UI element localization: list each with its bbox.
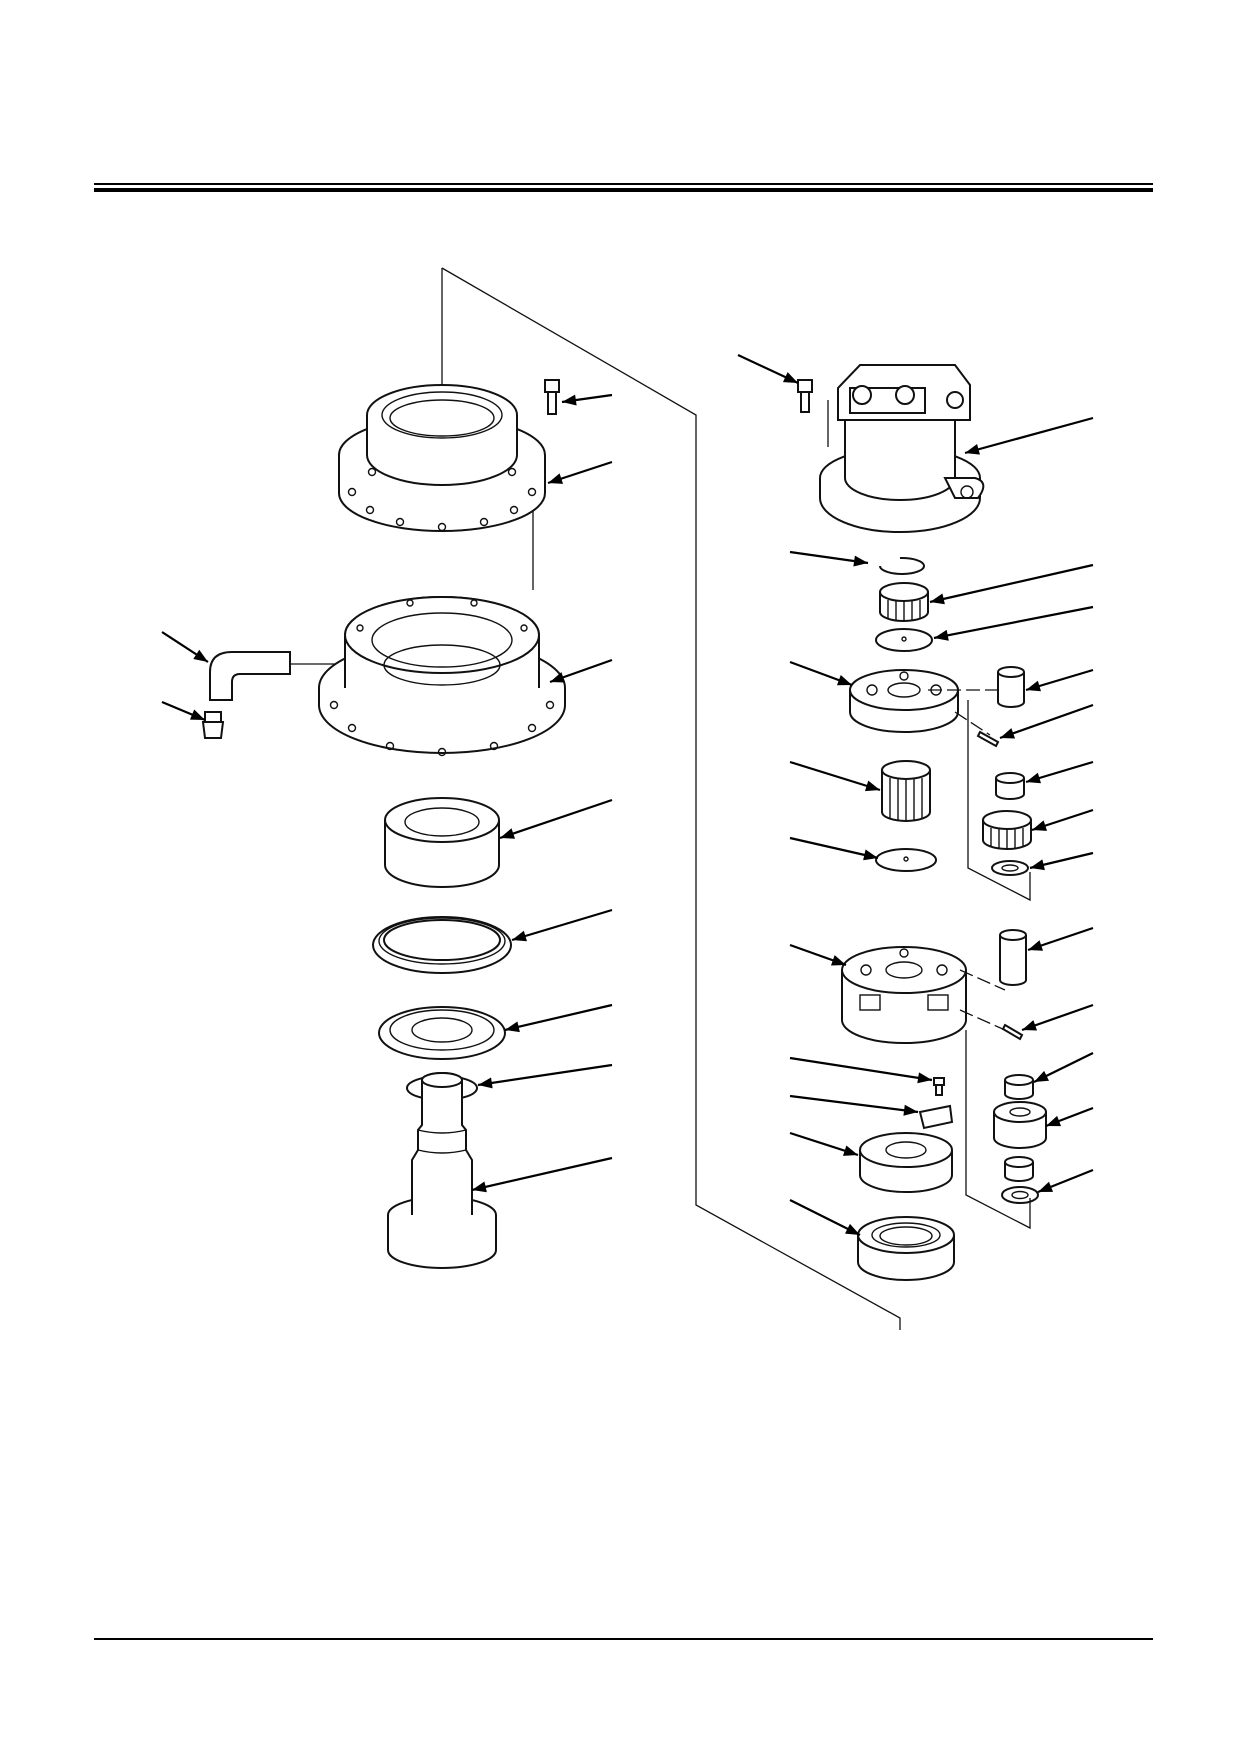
leader-line xyxy=(789,1056,933,1082)
header-rule-thin xyxy=(94,183,1153,185)
taper-bearing xyxy=(384,797,500,888)
leader-arrowhead xyxy=(1034,1070,1049,1082)
snap-ring xyxy=(879,556,925,575)
leader-arrowhead xyxy=(917,1072,932,1084)
swing-motor xyxy=(819,364,985,533)
leader-line xyxy=(789,1094,919,1114)
leader-line xyxy=(933,605,1094,640)
leader-arrowhead xyxy=(512,930,527,942)
leader-arrowhead xyxy=(864,780,880,792)
ring-gear-case xyxy=(318,596,566,757)
leader-arrowhead xyxy=(845,1223,860,1235)
thrust-washer-1 xyxy=(875,628,933,652)
leader-arrowhead xyxy=(1030,859,1045,871)
leader-line xyxy=(789,836,879,860)
thrust-plate-2 xyxy=(1001,1186,1039,1204)
leader-arrowhead xyxy=(853,555,868,567)
leader-arrowhead xyxy=(965,444,980,455)
leader-arrowhead xyxy=(836,674,852,686)
housing-bolt-holes xyxy=(347,467,537,532)
header-rule-thick xyxy=(94,188,1153,192)
leader-line xyxy=(999,703,1094,740)
leader-arrows xyxy=(161,354,1094,1236)
drive-shaft xyxy=(387,1072,497,1269)
leader-arrowhead xyxy=(1022,1020,1038,1031)
planet-gear-2 xyxy=(993,1101,1047,1149)
spring-pin-1 xyxy=(976,730,1000,748)
leader-line xyxy=(929,563,1094,604)
carrier-1 xyxy=(849,669,959,733)
pin-1 xyxy=(997,666,1025,708)
sun-gear-1 xyxy=(879,582,929,622)
leader-arrowhead xyxy=(478,1077,493,1089)
leader-arrowhead xyxy=(193,649,208,662)
leader-arrowhead xyxy=(863,849,878,861)
pin-2 xyxy=(999,929,1027,986)
leader-arrowhead xyxy=(830,955,846,966)
sun-gear-2 xyxy=(881,760,931,822)
needle-bearing-1 xyxy=(995,772,1025,800)
leader-arrowhead xyxy=(842,1145,858,1156)
leader-arrowhead xyxy=(472,1181,487,1193)
thrust-washer-2 xyxy=(875,848,937,872)
planet-gear-1 xyxy=(982,810,1032,850)
socket-bolt xyxy=(544,379,560,415)
leader-line xyxy=(964,416,1094,455)
leader-arrowhead xyxy=(930,593,945,605)
leader-line xyxy=(504,1003,613,1032)
leader-arrowhead xyxy=(505,1021,520,1033)
leader-line xyxy=(511,908,613,942)
leader-arrowhead xyxy=(500,828,516,839)
leader-arrowhead xyxy=(1026,772,1041,784)
leader-arrowhead xyxy=(562,394,577,406)
leader-arrowhead xyxy=(1000,728,1016,739)
nut-ring xyxy=(859,1132,953,1193)
lube-pipe xyxy=(209,651,291,701)
alignment-dashes xyxy=(928,689,1031,1230)
needle-bearing-2 xyxy=(1004,1074,1034,1182)
leader-line xyxy=(477,1063,613,1087)
leader-arrowhead xyxy=(1028,940,1044,951)
motor-bolt xyxy=(797,379,813,413)
case-bolt-holes xyxy=(329,599,555,757)
oil-seal-ring xyxy=(372,916,512,974)
roller-bearing xyxy=(857,1216,955,1281)
leader-line xyxy=(499,798,613,840)
leader-arrowhead xyxy=(189,709,205,720)
leader-line xyxy=(471,1156,613,1192)
leader-arrowhead xyxy=(1038,1181,1054,1192)
leader-arrowhead xyxy=(550,672,566,683)
footer-rule xyxy=(94,1638,1153,1640)
leader-arrowhead xyxy=(1046,1115,1062,1127)
housing-ring xyxy=(338,384,546,532)
grease-nipple xyxy=(201,711,225,739)
leader-line xyxy=(789,760,881,792)
carrier-2 xyxy=(841,946,967,1044)
leader-arrowhead xyxy=(548,473,564,484)
lock-plate xyxy=(918,1104,954,1130)
leader-arrowhead xyxy=(1026,680,1041,692)
retainer-plate xyxy=(378,1006,506,1060)
leader-arrowhead xyxy=(782,372,798,383)
leader-arrowhead xyxy=(1032,820,1048,831)
thrust-plate-1 xyxy=(991,860,1029,876)
leader-arrowhead xyxy=(934,629,949,641)
spring-pin-2 xyxy=(1001,1023,1024,1041)
leader-arrowhead xyxy=(903,1104,918,1116)
lock-bolt xyxy=(933,1077,945,1096)
